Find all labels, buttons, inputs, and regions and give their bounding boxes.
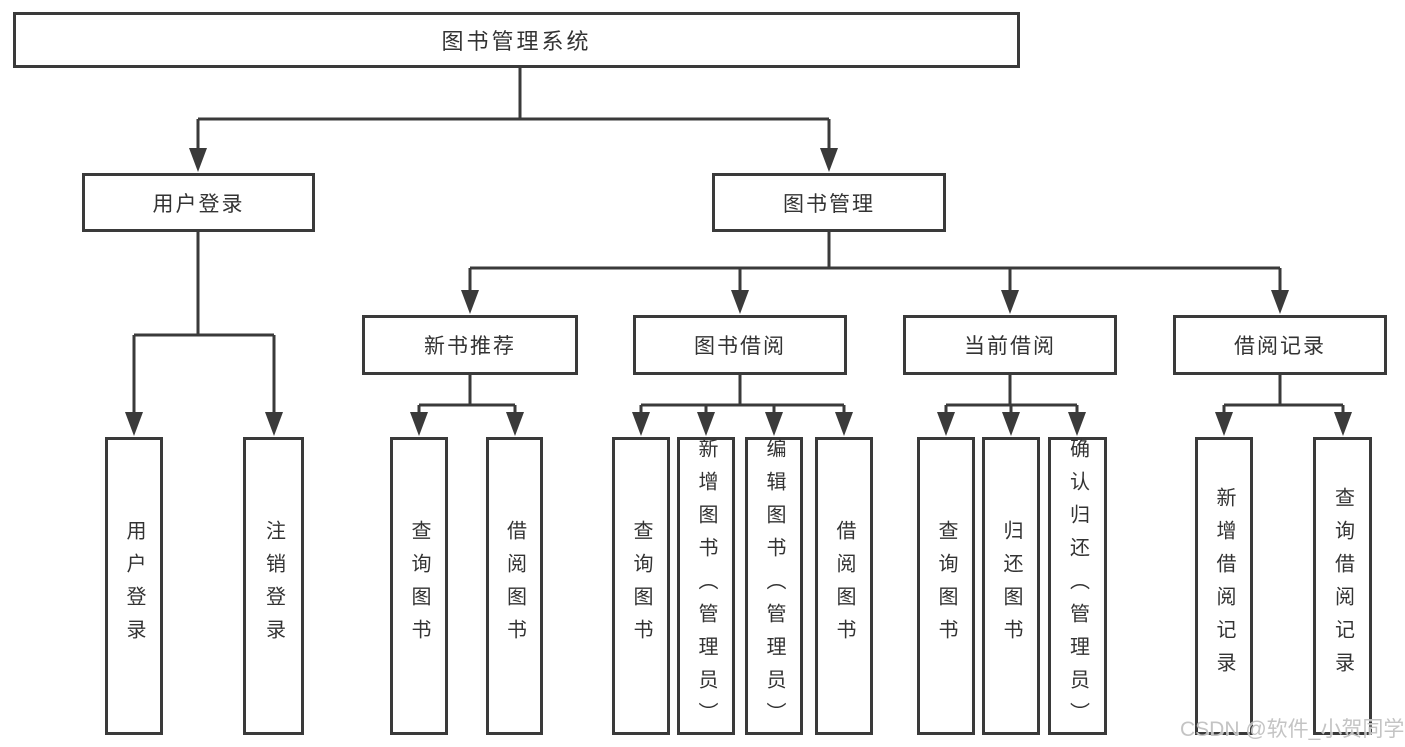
leaf-logout: 注销登录 bbox=[243, 437, 304, 735]
leaf-confirm-return-admin: 确认归还（管理员） bbox=[1048, 437, 1107, 735]
leaf-label: 归还图书 bbox=[1000, 520, 1022, 652]
node-book-borrowing: 图书借阅 bbox=[633, 315, 847, 375]
arrowheads bbox=[125, 148, 1352, 436]
leaf-query-books-2: 查询图书 bbox=[612, 437, 670, 735]
leaf-label: 查询图书 bbox=[630, 520, 652, 652]
leaf-label: 借阅图书 bbox=[503, 520, 526, 652]
leaf-edit-books-admin: 编辑图书（管理员） bbox=[745, 437, 803, 735]
node-borrowing-records: 借阅记录 bbox=[1173, 315, 1387, 375]
leaf-add-borrow-record: 新增借阅记录 bbox=[1195, 437, 1253, 735]
leaf-query-books-1: 查询图书 bbox=[390, 437, 448, 735]
node-library-management-system: 图书管理系统 bbox=[13, 12, 1020, 68]
leaf-label: 确认归还（管理员） bbox=[1066, 437, 1089, 735]
leaf-label: 新增借阅记录 bbox=[1213, 487, 1235, 685]
leaf-user-login: 用户登录 bbox=[105, 437, 163, 735]
leaf-label: 查询图书 bbox=[408, 520, 430, 652]
leaf-label: 查询借阅记录 bbox=[1331, 487, 1354, 685]
leaf-label: 新增图书（管理员） bbox=[695, 437, 717, 735]
leaf-query-books-3: 查询图书 bbox=[917, 437, 975, 735]
leaf-add-books-admin: 新增图书（管理员） bbox=[677, 437, 735, 735]
node-book-management: 图书管理 bbox=[712, 173, 946, 232]
csdn-watermark: CSDN @软件_小贺同学 bbox=[1180, 718, 1405, 741]
leaf-return-books: 归还图书 bbox=[982, 437, 1040, 735]
leaf-label: 注销登录 bbox=[262, 520, 285, 652]
leaf-label: 编辑图书（管理员） bbox=[763, 437, 785, 735]
leaf-borrow-books-1: 借阅图书 bbox=[486, 437, 543, 735]
leaf-label: 查询图书 bbox=[935, 520, 957, 652]
node-new-book-recommendation: 新书推荐 bbox=[362, 315, 578, 375]
leaf-label: 借阅图书 bbox=[833, 520, 855, 652]
leaf-label: 用户登录 bbox=[123, 520, 145, 652]
leaf-borrow-books-2: 借阅图书 bbox=[815, 437, 873, 735]
leaf-query-borrow-record: 查询借阅记录 bbox=[1313, 437, 1372, 735]
node-current-borrowing: 当前借阅 bbox=[903, 315, 1117, 375]
node-user-login-branch: 用户登录 bbox=[82, 173, 315, 232]
